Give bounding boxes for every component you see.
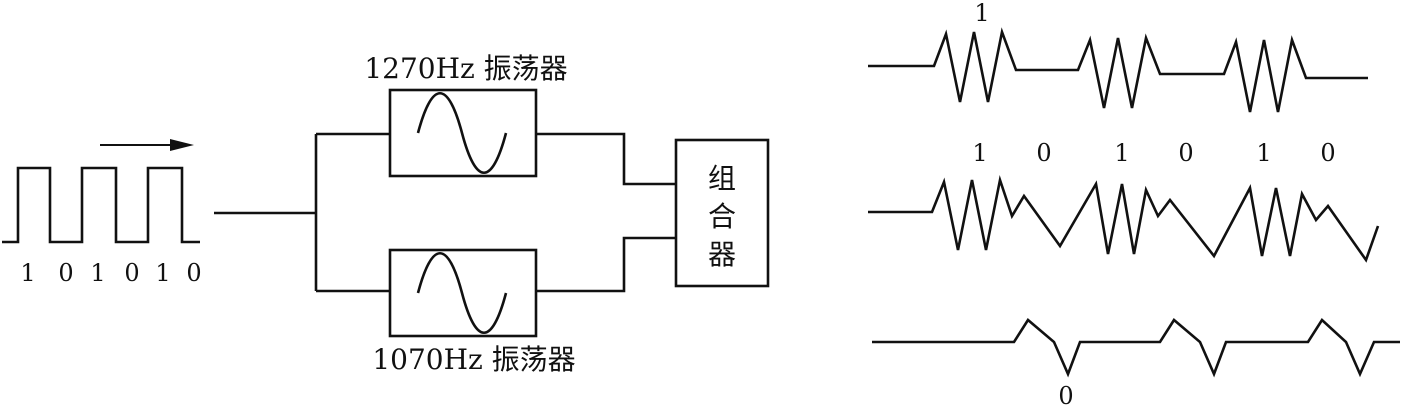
oscillator-top-label: 1270Hz 振荡器 — [364, 52, 567, 85]
fsk-bit-label: 0 — [1036, 139, 1051, 167]
fsk-bit-label: 1 — [1256, 139, 1271, 167]
combiner-label-char: 组 — [708, 162, 736, 195]
fsk-bit-label: 1 — [972, 139, 987, 167]
input-bit: 0 — [124, 259, 139, 287]
oscillator-1270hz — [388, 88, 538, 178]
waveform-1270hz — [868, 27, 1368, 113]
combiner-label-char: 器 — [708, 238, 736, 271]
combiner-connection-lines — [536, 132, 676, 293]
oscillator-bottom-label: 1070Hz 振荡器 — [372, 343, 575, 376]
combiner-label-char: 合 — [708, 200, 736, 233]
waveform-1070hz — [872, 317, 1400, 378]
oscillator-1070hz — [388, 248, 538, 338]
input-connection-lines — [214, 132, 390, 293]
input-bit: 1 — [20, 259, 35, 287]
combiner-box — [674, 138, 770, 288]
sine-wave-icon — [416, 252, 508, 334]
fsk-bit-label: 0 — [1178, 139, 1193, 167]
direction-arrow-icon — [100, 139, 194, 151]
waveform-top-label: 1 — [974, 0, 989, 27]
input-bit: 1 — [90, 259, 105, 287]
fsk-bit-label: 0 — [1320, 139, 1335, 167]
input-square-wave — [2, 166, 200, 244]
input-bit: 0 — [58, 259, 73, 287]
sine-wave-icon — [416, 92, 508, 174]
input-bit: 1 — [155, 259, 170, 287]
waveform-bottom-label: 0 — [1058, 382, 1073, 407]
input-bit: 0 — [186, 259, 201, 287]
waveform-fsk-combined — [868, 174, 1380, 263]
fsk-bit-label: 1 — [1114, 139, 1129, 167]
